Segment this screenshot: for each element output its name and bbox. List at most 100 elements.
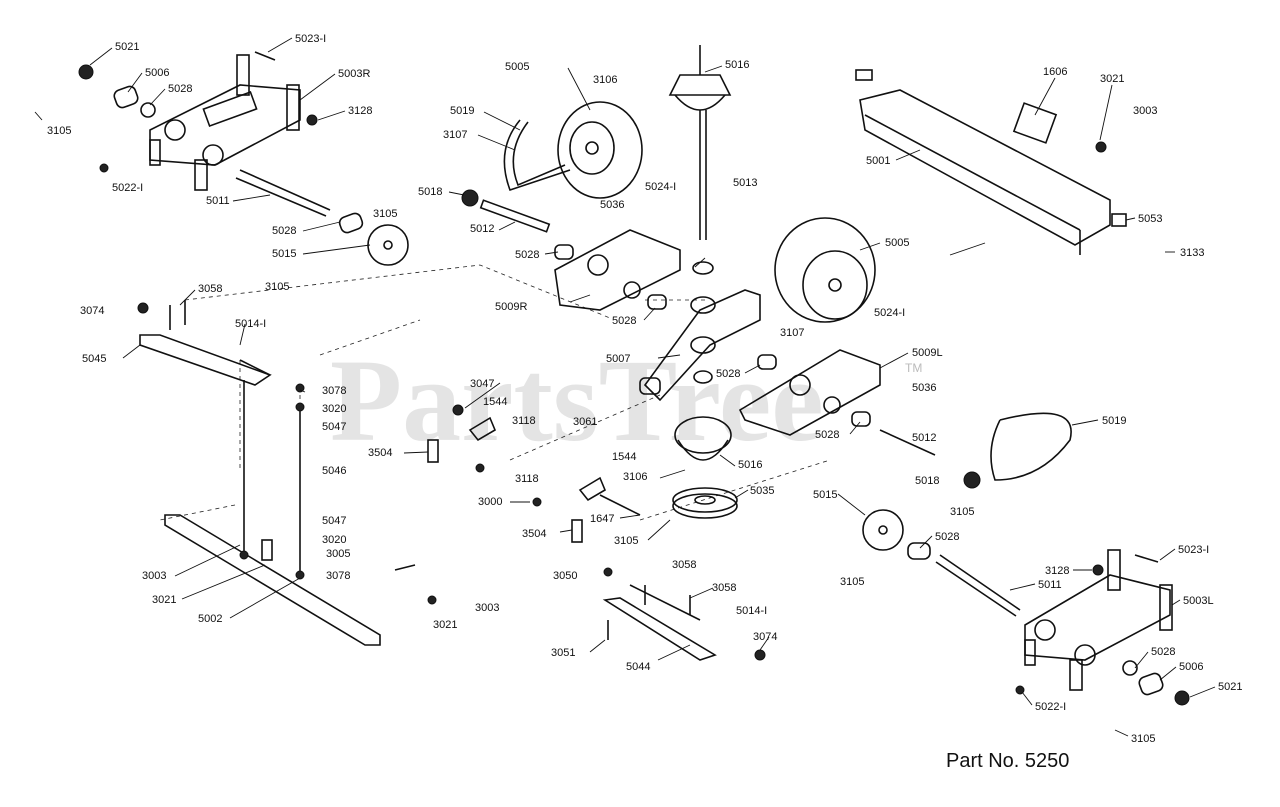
callout: 3504 bbox=[522, 528, 546, 540]
callout: 3047 bbox=[470, 378, 494, 390]
frame-5003r bbox=[78, 51, 479, 266]
frame-5003l bbox=[862, 509, 1190, 706]
callout: 3021 bbox=[152, 594, 176, 606]
callout: 5009R bbox=[495, 301, 527, 313]
callout: 3128 bbox=[348, 105, 372, 117]
callout: 5022-I bbox=[112, 182, 143, 194]
callout: 3058 bbox=[198, 283, 222, 295]
callout: 5047 bbox=[322, 515, 346, 527]
callout: 5003R bbox=[338, 68, 370, 80]
callout: 3504 bbox=[368, 447, 392, 459]
callout: 3105 bbox=[950, 506, 974, 518]
callout: 5028 bbox=[716, 368, 740, 380]
callout: 5019 bbox=[450, 105, 474, 117]
bracket-5009l bbox=[738, 349, 1072, 489]
callout: 3061 bbox=[573, 416, 597, 428]
center-assembly bbox=[479, 45, 777, 519]
callout: 5006 bbox=[1179, 661, 1203, 673]
watermark-tm: TM bbox=[905, 361, 922, 375]
callout: 5005 bbox=[505, 61, 529, 73]
callout: 3106 bbox=[593, 74, 617, 86]
callout: 5035 bbox=[750, 485, 774, 497]
callout: 5036 bbox=[600, 199, 624, 211]
callout: 3118 bbox=[512, 415, 536, 427]
callout: 3074 bbox=[753, 631, 777, 643]
callout: 5028 bbox=[935, 531, 959, 543]
callout: 3051 bbox=[551, 647, 575, 659]
callout: 5021 bbox=[1218, 681, 1242, 693]
callout: 3105 bbox=[373, 208, 397, 220]
callout: 3021 bbox=[433, 619, 457, 631]
callout: 3105 bbox=[614, 535, 638, 547]
bar-5044 bbox=[602, 584, 766, 661]
callout: 5046 bbox=[322, 465, 346, 477]
callout: 5011 bbox=[1038, 579, 1062, 591]
callout: 3078 bbox=[322, 385, 346, 397]
callout: 5016 bbox=[725, 59, 749, 71]
callout: 3058 bbox=[672, 559, 696, 571]
callout: 1544 bbox=[483, 396, 507, 408]
callout: 5018 bbox=[418, 186, 442, 198]
callout: 3000 bbox=[478, 496, 502, 508]
callout: 5021 bbox=[115, 41, 139, 53]
callout: 5012 bbox=[912, 432, 936, 444]
callout: 1544 bbox=[612, 451, 636, 463]
callout: 5028 bbox=[1151, 646, 1175, 658]
callout: 5001 bbox=[866, 155, 890, 167]
wheel-5005-upper bbox=[503, 101, 643, 199]
callout: 5028 bbox=[272, 225, 296, 237]
callout: 5022-I bbox=[1035, 701, 1066, 713]
callout: 5045 bbox=[82, 353, 106, 365]
watermark: PartsTree bbox=[330, 335, 824, 466]
callout: 5015 bbox=[272, 248, 296, 260]
callout: 5013 bbox=[733, 177, 757, 189]
callout: 5028 bbox=[815, 429, 839, 441]
callout: 5005 bbox=[885, 237, 909, 249]
callout: 5036 bbox=[912, 382, 936, 394]
callout: 3058 bbox=[712, 582, 736, 594]
callout: 5024-I bbox=[645, 181, 676, 193]
frame-5001 bbox=[855, 69, 1127, 255]
callout-labels: 5021 5006 5028 5023-I 5003R 3128 3105 50… bbox=[47, 33, 1242, 745]
callout: 5007 bbox=[606, 353, 630, 365]
callout: 3106 bbox=[623, 471, 647, 483]
callout: 3133 bbox=[1180, 247, 1204, 259]
lift-assembly-left bbox=[137, 300, 437, 646]
wheel-5005-right bbox=[774, 217, 876, 323]
callout: 5002 bbox=[198, 613, 222, 625]
callout: 3020 bbox=[322, 534, 346, 546]
callout: 5014-I bbox=[235, 318, 266, 330]
callout: 5028 bbox=[515, 249, 539, 261]
callout: 3105 bbox=[47, 125, 71, 137]
callout: 5009L bbox=[912, 347, 943, 359]
callout: 3105 bbox=[840, 576, 864, 588]
callout: 5014-I bbox=[736, 605, 767, 617]
callout: 3107 bbox=[443, 129, 467, 141]
callout: 3021 bbox=[1100, 73, 1124, 85]
callout: 1647 bbox=[590, 513, 614, 525]
callout: 3128 bbox=[1045, 565, 1069, 577]
callout: 5006 bbox=[145, 67, 169, 79]
callout: 5003L bbox=[1183, 595, 1214, 607]
callout: 3003 bbox=[475, 602, 499, 614]
callout: 3074 bbox=[80, 305, 104, 317]
callout: 5016 bbox=[738, 459, 762, 471]
callout: 5019 bbox=[1102, 415, 1126, 427]
callout: 3020 bbox=[322, 403, 346, 415]
part-number: Part No. 5250 bbox=[946, 750, 1070, 772]
callout: 5018 bbox=[915, 475, 939, 487]
callout: 3005 bbox=[326, 548, 350, 560]
callout: 5012 bbox=[470, 223, 494, 235]
callout: 5024-I bbox=[874, 307, 905, 319]
callout: 5028 bbox=[168, 83, 192, 95]
callout: 3105 bbox=[1131, 733, 1155, 745]
callout: 5044 bbox=[626, 661, 650, 673]
callout: 3107 bbox=[780, 327, 804, 339]
callout: 5047 bbox=[322, 421, 346, 433]
callout: 1606 bbox=[1043, 66, 1067, 78]
leader-lines bbox=[34, 37, 1216, 737]
callout: 5028 bbox=[612, 315, 636, 327]
callout: 3003 bbox=[142, 570, 166, 582]
callout: 3050 bbox=[553, 570, 577, 582]
